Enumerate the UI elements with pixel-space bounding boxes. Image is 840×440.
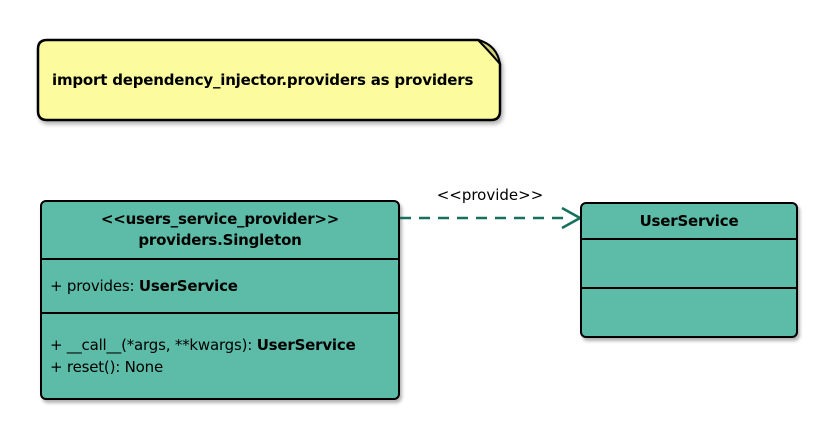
note-text: import dependency_injector.providers as …	[52, 71, 474, 89]
class-header: UserService	[582, 204, 796, 238]
class-userservice: UserService	[580, 202, 798, 338]
class-methods-section: + __call__(*args, **kwargs): UserService…	[42, 312, 398, 398]
class-name: UserService	[639, 211, 739, 230]
arrowhead-icon	[561, 206, 583, 230]
class-methods-section	[582, 287, 796, 336]
note: import dependency_injector.providers as …	[36, 38, 506, 124]
class-name: providers.Singleton	[138, 231, 302, 249]
class-users-service-provider: <<users_service_provider>> providers.Sin…	[40, 200, 400, 400]
note-shape	[36, 38, 502, 122]
provide-arrow-label: <<provide>>	[436, 186, 544, 204]
class-header: <<users_service_provider>> providers.Sin…	[42, 202, 398, 258]
note-fold-corner-icon	[477, 39, 501, 65]
class-attributes-section	[582, 238, 796, 287]
class-attributes-section: + provides: UserService	[42, 258, 398, 312]
attribute-provides: + provides: UserService	[50, 277, 238, 295]
provide-arrow	[400, 206, 583, 230]
method-call: + __call__(*args, **kwargs): UserService	[50, 336, 356, 354]
class-stereotype: <<users_service_provider>>	[100, 210, 340, 228]
method-reset: + reset(): None	[50, 358, 163, 376]
